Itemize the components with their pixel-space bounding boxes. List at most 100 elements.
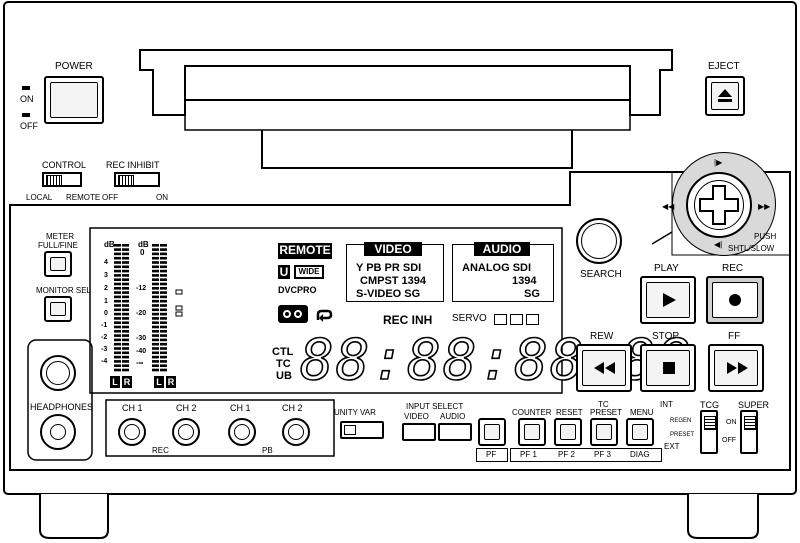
meter-scale-tick: -12 (136, 285, 147, 292)
meter-segment (114, 244, 121, 247)
reset-button[interactable] (554, 418, 582, 446)
rec-ch2-label: CH 2 (176, 403, 197, 413)
meter-segment (160, 338, 167, 342)
play-button[interactable] (640, 276, 696, 324)
lcd-audio-row3: SG (524, 288, 540, 300)
meter-scale-tick: 2 (104, 285, 108, 292)
lcd-servo: SERVO (452, 313, 487, 324)
eject-button[interactable] (705, 76, 745, 116)
meter-segment (160, 334, 167, 337)
reset-label: RESET (556, 408, 583, 417)
meter-segment (160, 364, 167, 367)
meter-segment (122, 368, 129, 372)
monitor-sel-button[interactable] (44, 296, 72, 322)
lcd-dvcpro: DVCPRO (278, 285, 317, 295)
meter-segment (122, 330, 129, 333)
meter-segment (152, 308, 159, 312)
input-select-video-switch[interactable] (402, 423, 436, 441)
power-on-label: ON (20, 94, 34, 104)
meter-segment (122, 269, 129, 273)
meter-segment (160, 347, 167, 350)
stop-button[interactable] (640, 344, 696, 392)
counter-button[interactable] (518, 418, 546, 446)
pb-ch2-knob[interactable] (282, 418, 310, 446)
meter-segment (122, 304, 129, 307)
meter-segment (152, 368, 159, 372)
meter-segment (114, 287, 121, 290)
meter-segment (160, 312, 167, 316)
meter-segment (114, 248, 121, 251)
meter-segment (160, 274, 167, 277)
servo-segment (510, 314, 523, 325)
pb-knobs-label: PB (262, 446, 273, 455)
pf3-label: PF 3 (594, 450, 611, 459)
jog-dial[interactable] (686, 172, 752, 238)
lcd-audio-title: AUDIO (474, 242, 530, 256)
meter-segment (122, 351, 129, 355)
rec-inhibit-switch[interactable] (114, 172, 160, 187)
meter-segment (160, 265, 167, 269)
menu-button[interactable] (626, 418, 654, 446)
meter-segment (160, 287, 167, 290)
meter-r-pb: R (166, 376, 176, 388)
meter-segment (152, 299, 159, 303)
control-switch[interactable] (42, 172, 82, 187)
rec-button[interactable] (706, 276, 764, 324)
meter-segment (160, 299, 167, 303)
lcd-rec-inh: REC INH (383, 313, 433, 327)
meter-segment (114, 321, 121, 324)
counter-label: COUNTER (512, 408, 552, 417)
tcg-switch[interactable] (700, 410, 718, 454)
lcd-audio-row1: ANALOG SDI (462, 262, 532, 274)
control-remote-label: REMOTE (66, 193, 101, 202)
meter-segment (114, 299, 121, 303)
pb-ch1-knob[interactable] (228, 418, 256, 446)
control-local-label: LOCAL (26, 193, 53, 202)
meter-segment (152, 325, 159, 329)
meter-segment (114, 338, 121, 342)
ff-button[interactable] (708, 344, 764, 392)
meter-segment (122, 338, 129, 342)
meter-segment (114, 261, 121, 264)
lcd-u: U (278, 265, 290, 279)
pb-ch2-label: CH 2 (282, 403, 303, 413)
power-button[interactable] (44, 76, 104, 124)
input-select-video-label: VIDEO (404, 412, 429, 421)
lcd-ctl: CTL (272, 346, 294, 358)
rec-ch2-knob[interactable] (172, 418, 200, 446)
rew-label: REW (590, 331, 614, 342)
meter-scale-tick: 0 (104, 310, 108, 317)
level-meter-bars (114, 244, 183, 372)
meter-r-rec: R (122, 376, 132, 388)
meter-full-fine-button[interactable] (44, 251, 72, 277)
search-button[interactable] (576, 218, 622, 264)
meter-segment (122, 278, 129, 281)
meter-segment (160, 330, 167, 333)
ff-label: FF (728, 331, 741, 342)
rec-ch1-label: CH 1 (122, 403, 143, 413)
unity-var-switch[interactable] (340, 421, 384, 439)
meter-segment (152, 256, 159, 260)
meter-segment (160, 269, 167, 273)
unity-label: UNITY (334, 408, 358, 417)
super-off-label: OFF (722, 437, 736, 444)
pb-ch1-label: CH 1 (230, 403, 251, 413)
input-select-audio-switch[interactable] (438, 423, 472, 441)
meter-segment (122, 295, 129, 299)
rec-ch1-knob[interactable] (118, 418, 146, 446)
diag-label: DIAG (630, 450, 650, 459)
pf-button[interactable] (478, 418, 506, 446)
meter-scale-tick: -2 (101, 334, 108, 341)
headphones-jack[interactable] (40, 414, 76, 450)
tc-preset-button[interactable] (590, 418, 618, 446)
headphones-volume-knob[interactable] (40, 355, 76, 391)
meter-scale-tick: -30 (136, 335, 147, 342)
meter-segment (152, 347, 159, 350)
meter-segment (114, 347, 121, 350)
rew-button[interactable] (576, 344, 632, 392)
super-switch[interactable] (740, 410, 758, 454)
meter-segment (152, 351, 159, 355)
meter-segment (152, 334, 159, 337)
lcd-video-title: VIDEO (364, 242, 422, 256)
tcg-ext-label: EXT (664, 442, 680, 451)
